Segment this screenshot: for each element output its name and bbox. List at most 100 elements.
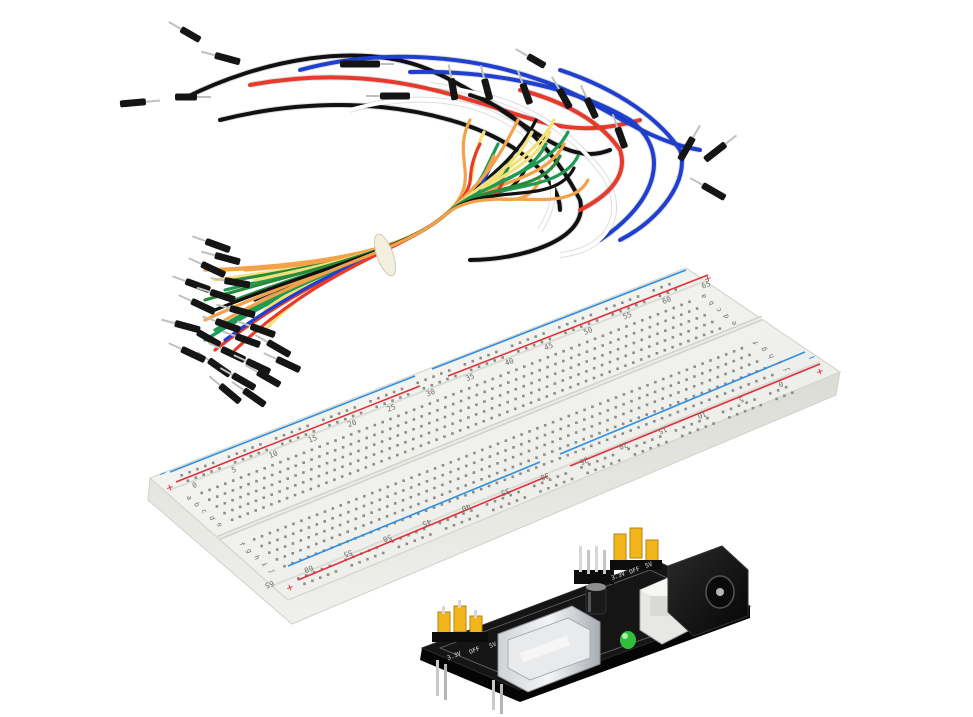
breadboard-hole [520,443,523,446]
breadboard-hole [341,446,345,449]
column-number: 35 [464,371,476,383]
breadboard-hole [291,542,295,545]
breadboard-hole [317,465,321,468]
column-number: 65 [700,279,712,291]
breadboard-hole [208,488,211,492]
row-letter: g [759,346,768,353]
breadboard-hole [716,375,720,379]
breadboard-hole [702,333,706,337]
jumper-pin-connector [168,342,206,363]
breadboard-hole [701,362,704,365]
breadboard-hole [562,359,565,363]
breadboard-hole [543,443,546,447]
breadboard-hole [473,451,476,455]
breadboard-hole [551,430,555,434]
breadboard-hole [672,316,675,320]
pcb-label: 3.3V [610,570,626,582]
breadboard-hole [276,528,280,532]
breadboard-hole [299,529,303,532]
breadboard-hole [378,498,382,502]
breadboard-hole [514,387,518,391]
breadboard-hole [503,478,507,482]
breadboard-hole [693,375,696,378]
breadboard-hole [386,505,389,508]
rail-hole [259,443,262,446]
breadboard-hole [663,349,667,352]
breadboard-hole [633,322,636,325]
breadboard-hole [535,456,538,459]
breadboard-hole [687,320,691,323]
header-pins [436,660,503,714]
breadboard-hole [377,518,381,521]
cable-tie [373,233,397,277]
breadboard-hole [624,344,628,348]
breadboard-hole [310,468,313,471]
rail-hole [602,465,605,468]
breadboard-hole [542,463,546,466]
breadboard-hole [381,420,384,424]
rail-hole [743,409,747,413]
rail-hole [312,430,316,433]
breadboard-hole [543,453,546,456]
breadboard-hole [598,431,601,435]
breadboard-hole [307,536,310,539]
rail-hole [358,561,361,564]
rail-hole [210,470,213,473]
breadboard-hole [427,441,431,444]
breadboard-hole [428,412,431,415]
breadboard-hole [342,436,345,439]
breadboard-hole [724,362,728,366]
breadboard-hole [551,420,555,424]
breadboard-hole [519,472,522,475]
rail-hole [413,539,416,542]
jumper-pin-connector [208,375,242,404]
breadboard-top [148,267,842,601]
rail-hole [524,346,528,350]
rail-hole [429,533,432,536]
column-number: 55 [621,310,633,322]
rail-hole [627,447,630,451]
rail-hole [539,490,542,493]
breadboard-hole [543,424,547,427]
breadboard-hole [419,434,423,438]
rail-hole [643,441,646,444]
rail-hole [532,343,536,347]
rail-hole [635,303,638,307]
column-number: 55 [342,548,354,560]
breadboard-hole [472,461,476,465]
breadboard-hole [467,416,470,419]
breadboard-hole [645,403,649,407]
breadboard-hole [291,552,294,555]
breadboard-hole [464,484,467,487]
jumper-pin-connector [231,381,267,408]
breadboard-hole [417,483,421,486]
breadboard-hole [255,470,259,473]
breadboard-hole [653,410,656,413]
left-jumper-header [432,600,488,642]
rail-hole [399,537,402,540]
breadboard-hole [323,520,326,523]
rail-minus-top-left: − [157,466,168,481]
row-letter: b [192,501,201,508]
breadboard-hole [411,447,415,451]
rail-hole [202,473,205,476]
column-number: 5 [230,465,237,475]
breadboard-hole [695,317,699,320]
row-letter: f [752,339,761,346]
breadboard-hole [731,389,735,392]
rail-hole [589,313,593,317]
breadboard-hole [283,545,287,548]
breadboard-hole [593,357,596,360]
breadboard-hole [591,405,594,409]
breadboard-hole [231,479,235,482]
breadboard-hole [632,361,635,364]
breadboard-hole [472,481,475,484]
breadboard-hole [598,422,602,425]
breadboard-hole [561,389,564,392]
breadboard-hole [520,433,523,436]
rail-hole [374,554,377,558]
breadboard-hole [247,482,250,486]
rail-hole [548,337,552,341]
breadboard-hole [474,413,478,416]
breadboard-hole [671,336,675,339]
